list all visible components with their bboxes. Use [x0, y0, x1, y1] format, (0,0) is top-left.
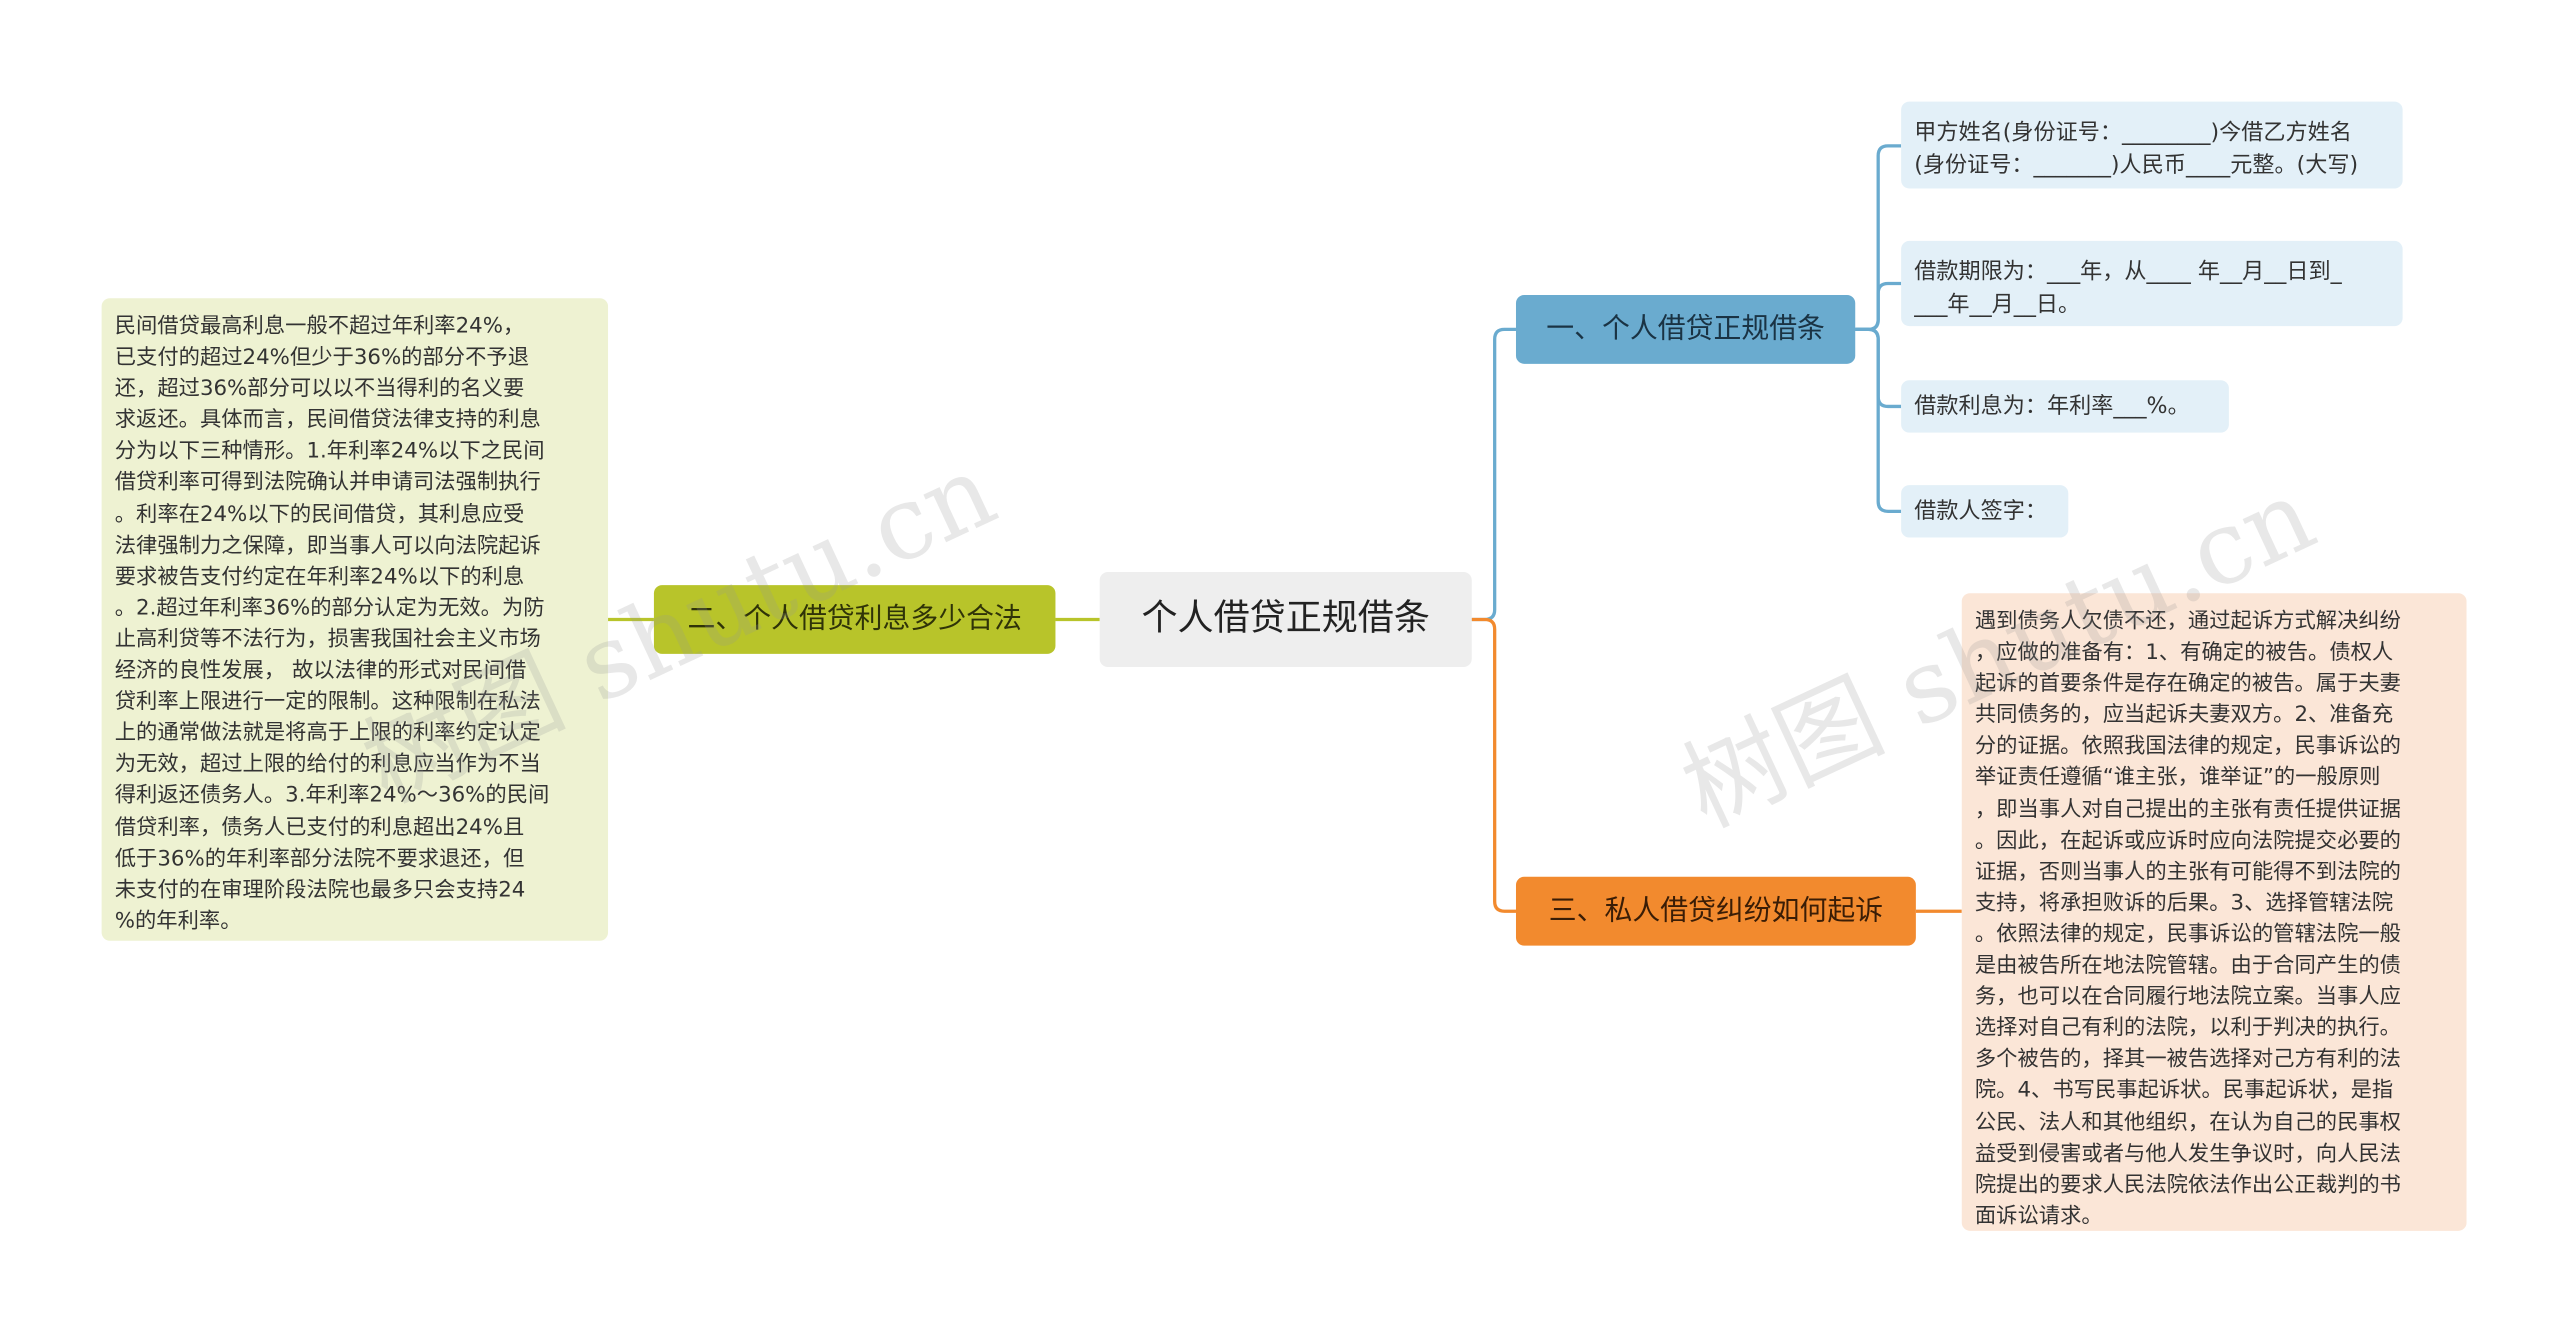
- leaf-node-loan-term[interactable]: 借款期限为：___年，从____ 年__月__日到_ ___年__月__日。: [1901, 240, 2403, 327]
- connector-root-branch3: [1471, 617, 1516, 913]
- leaf-node-interest-rate[interactable]: 借款利息为：年利率___%。: [1901, 380, 2229, 433]
- branch-node-loan-note[interactable]: 一、个人借贷正规借条: [1515, 295, 1856, 364]
- leaf-node-lawsuit-steps[interactable]: 遇到债务人欠债不还，通过起诉方式解决纠纷 ，应做的准备有：1、有确定的被告。债权…: [1961, 593, 2467, 1231]
- leaf-node-borrower-signature[interactable]: 借款人签字：: [1901, 485, 2069, 538]
- connector-branch1-leaf4: [1855, 327, 1902, 513]
- leaf-node-lender-info[interactable]: 甲方姓名(身份证号：________)今借乙方姓名 (身份证号：_______)…: [1901, 101, 2403, 189]
- branch-node-legal-interest[interactable]: 二、个人借贷利息多少合法: [653, 585, 1056, 654]
- leaf-node-interest-explanation[interactable]: 民间借贷最高利息一般不超过年利率24%， 已支付的超过24%但少于36%的部分不…: [101, 298, 609, 941]
- connector-branch1-leaf2: [1855, 281, 1902, 332]
- connector-root-branch1: [1471, 327, 1516, 622]
- root-node[interactable]: 个人借贷正规借条: [1099, 571, 1472, 668]
- branch-node-how-to-sue[interactable]: 三、私人借贷纠纷如何起诉: [1515, 876, 1916, 946]
